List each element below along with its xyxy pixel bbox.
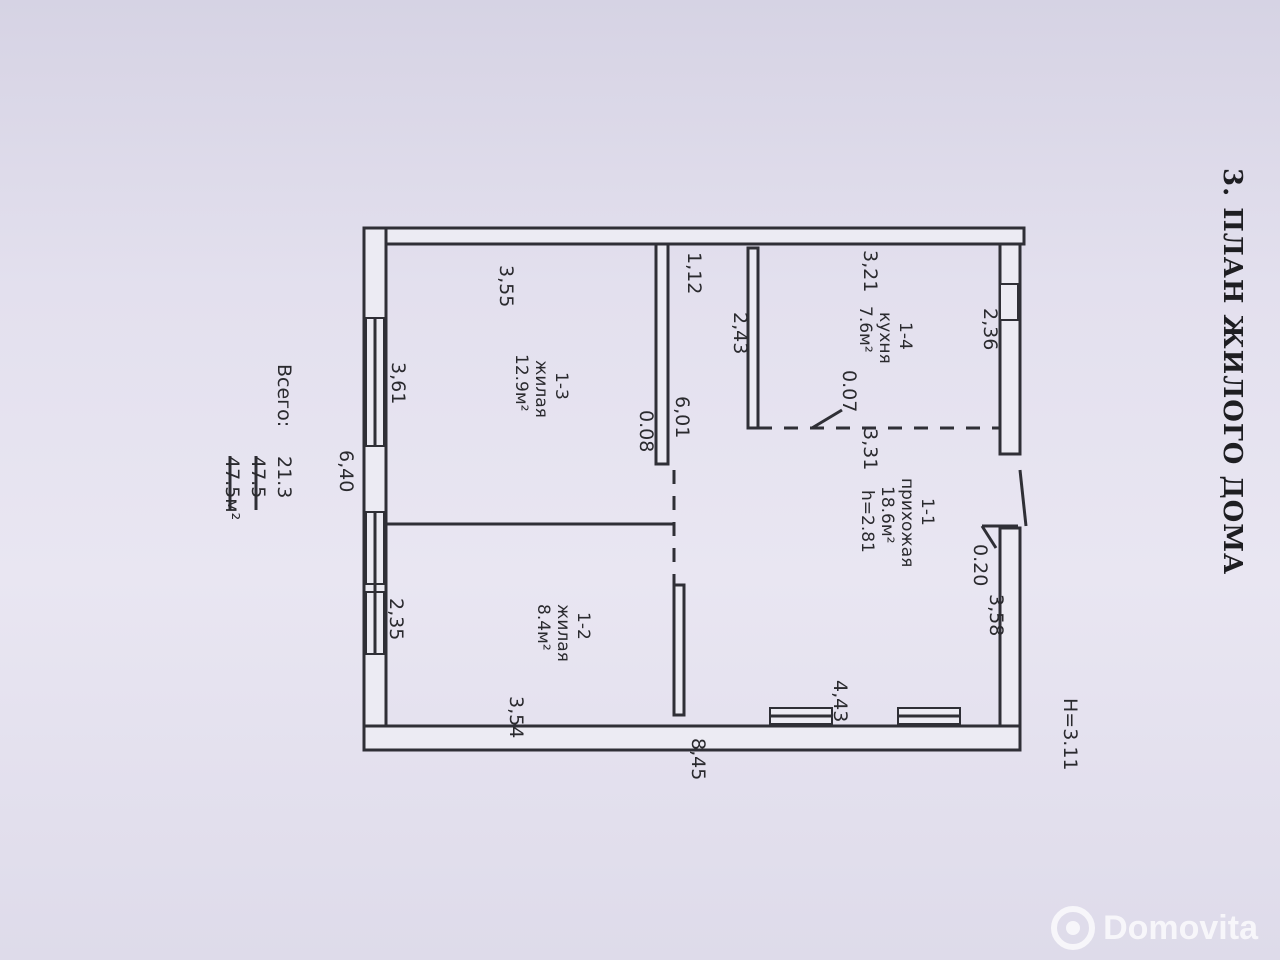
dim-kitchen-gap: 0.07 xyxy=(838,370,860,412)
dim-hall-depth: 3,58 xyxy=(985,594,1007,636)
room-area: 18.6м² xyxy=(877,486,897,544)
room-id: 1-3 xyxy=(551,372,571,400)
room-1-3: 1-3 жилая 12.9м² xyxy=(511,354,571,418)
room-area: 12.9м² xyxy=(511,354,531,412)
dim-kitchen-inner: 2,43 xyxy=(729,312,751,354)
room-1-1: 1-1 прихожая 18.6м² h=2.81 xyxy=(857,478,937,567)
room-area: 8.4м² xyxy=(533,604,553,651)
wall-kitchen-left xyxy=(746,246,760,430)
wall-corridor-lower xyxy=(672,583,686,717)
dim-room12-width: 3,54 xyxy=(505,696,527,738)
dim-overall-length: 8,45 xyxy=(687,738,709,780)
dim-hall-width: 3,31 xyxy=(859,428,881,470)
window xyxy=(999,283,1019,321)
room-name: кухня xyxy=(875,312,895,364)
dim-room12-depth: 2,35 xyxy=(385,598,407,640)
room-id: 1-1 xyxy=(917,498,937,526)
room-height: h=2.81 xyxy=(857,490,877,553)
wall-top xyxy=(362,226,1026,246)
watermark: Domovita xyxy=(1051,906,1258,950)
totals-label: Всего: xyxy=(273,364,295,427)
windows-bottom xyxy=(769,283,1019,725)
room-1-4: 1-4 кухня 7.6м² xyxy=(855,306,915,364)
dim-hall-window-wall: 4,43 xyxy=(829,680,851,722)
dim-corridor-length: 6,01 xyxy=(671,396,693,438)
totals-value-2: 47.5 xyxy=(247,456,269,498)
room-name: жилая xyxy=(553,604,573,662)
interior-walls xyxy=(386,242,1000,717)
entrance-door xyxy=(980,469,1028,549)
dim-overall-width: 6,40 xyxy=(335,450,357,492)
dim-room13-depth: 3,61 xyxy=(387,362,409,404)
dim-outer-height: H=3.11 xyxy=(1059,698,1081,771)
dim-kitchen-width: 3,21 xyxy=(859,250,881,292)
room-name: прихожая xyxy=(897,478,917,567)
dim-corridor-width: 1,12 xyxy=(683,252,705,294)
totals-value-1: 21.3 xyxy=(273,456,295,498)
wall-left xyxy=(362,226,388,752)
watermark-text: Domovita xyxy=(1103,908,1258,947)
dim-kitchen-depth: 2,36 xyxy=(979,308,1001,350)
dim-hall-offset: 0.20 xyxy=(969,544,991,586)
wall-right-lower xyxy=(998,526,1022,728)
room-id: 1-2 xyxy=(573,612,593,640)
dim-partition: 0.08 xyxy=(635,410,657,452)
wall-corridor-upper xyxy=(654,242,670,466)
room-id: 1-4 xyxy=(895,322,915,350)
room-area: 7.6м² xyxy=(855,306,875,353)
windows-left xyxy=(365,317,385,655)
totals-value-3: 47.5м² xyxy=(221,456,243,520)
wall-right-upper xyxy=(998,242,1022,456)
totals: Всего: 21.3 47.5 47.5м² xyxy=(221,364,295,520)
wall-bottom xyxy=(362,724,1022,752)
room-name: жилая xyxy=(531,360,551,418)
dimension-labels: 3,55 1,12 3,21 2,36 2,43 0.07 3,61 0.08 … xyxy=(335,250,1081,780)
domovita-logo-icon xyxy=(1051,906,1096,950)
room-1-2: 1-2 жилая 8.4м² xyxy=(533,604,593,662)
plan-title: 3. ПЛАН ЖИЛОГО ДОМА xyxy=(1217,168,1247,575)
dim-room13-width: 3,55 xyxy=(495,265,517,307)
outer-walls xyxy=(362,226,1026,752)
